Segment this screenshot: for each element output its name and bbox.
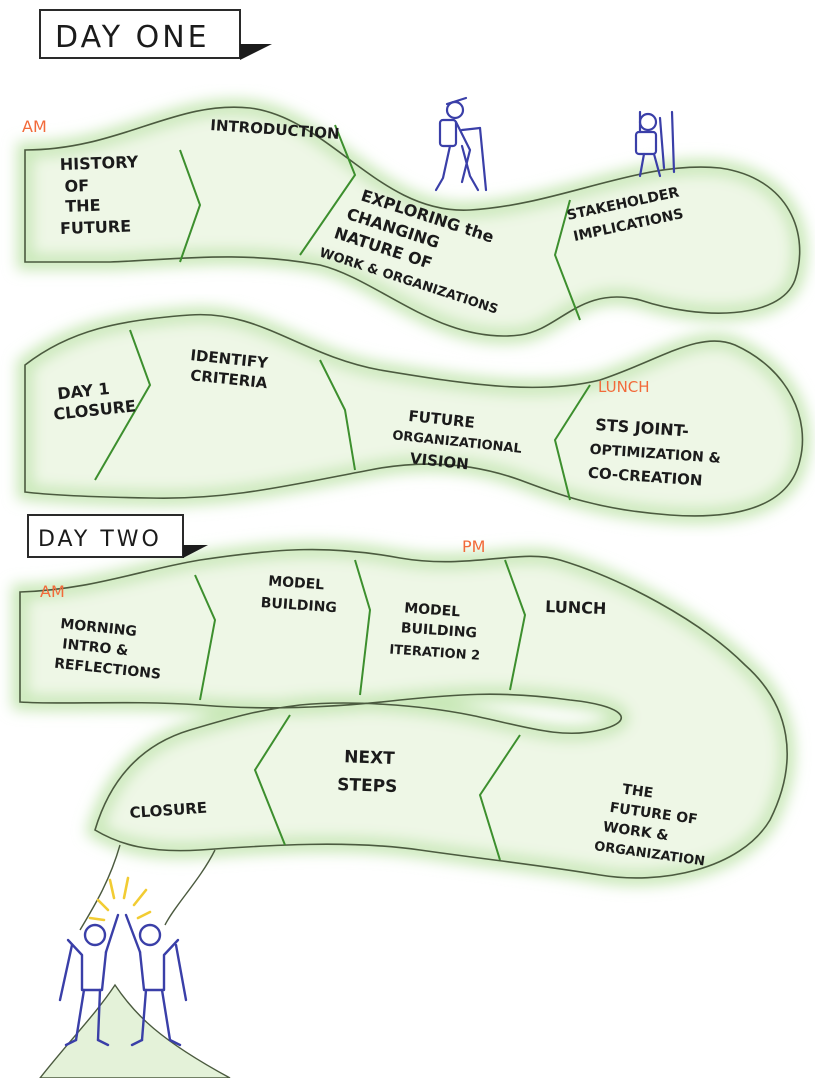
- segment-line: FUTURE: [60, 217, 132, 238]
- segment-line: THE: [621, 782, 654, 802]
- svg-text:MODEL BUILDING ITE: MODEL BUILDING ITERATION 2: [389, 600, 484, 664]
- high-five-hikers-icon: [58, 876, 188, 1047]
- day-two-am-marker: AM: [40, 582, 65, 601]
- segment-line: BUILDING: [400, 620, 477, 641]
- segment-line: OF: [64, 176, 89, 196]
- segment-model-building: MODEL BUILDING: [260, 573, 339, 616]
- segment-line: LUNCH: [545, 597, 607, 618]
- segment-line: MODEL: [268, 573, 325, 593]
- segment-line: THE: [65, 196, 101, 216]
- segment-line: INTRO &: [61, 636, 129, 659]
- day-one-title: DAY ONE: [55, 20, 210, 55]
- segment-next-steps: NEXT STEPS: [337, 747, 401, 797]
- sun-rays-icon: [88, 876, 152, 922]
- day-one-am-marker: AM: [22, 117, 47, 136]
- segment-line: MORNING: [60, 616, 138, 640]
- day-two-flag: DAY TWO: [27, 514, 208, 558]
- segment-line: BUILDING: [260, 595, 337, 616]
- svg-text:LUNCH: LUNCH: [545, 597, 607, 618]
- day-one-road: [17, 99, 811, 524]
- segment-line: MODEL: [404, 600, 461, 620]
- svg-text:HISTORY OF THE: HISTORY OF THE FUTURE: [57, 152, 146, 238]
- segment-lunch: LUNCH: [545, 597, 607, 618]
- summit-hill: [39, 983, 231, 1078]
- svg-text:MODEL BUILDING: MODEL BUILDING: [260, 573, 339, 616]
- flag-arrow-icon: [240, 44, 272, 60]
- day-two-pm-marker: PM: [462, 537, 485, 556]
- segment-line: HISTORY: [59, 152, 138, 174]
- day-one-flag: DAY ONE: [39, 9, 272, 60]
- svg-text:NEXT STEPS: NEXT STEPS: [337, 747, 401, 797]
- hiker-icon: [434, 96, 488, 192]
- day-two-title: DAY TWO: [38, 527, 162, 552]
- day-two-road: [12, 541, 796, 931]
- segment-line: ITERATION 2: [389, 643, 481, 664]
- segment-closure: CLOSURE: [129, 799, 208, 822]
- segment-line: CLOSURE: [129, 799, 208, 822]
- segment-model-building-iteration-2: MODEL BUILDING ITERATION 2: [389, 600, 484, 664]
- flag-arrow-icon: [183, 545, 208, 558]
- day-one-lunch-marker: LUNCH: [598, 378, 650, 396]
- svg-text:CLOSURE: CLOSURE: [129, 799, 208, 822]
- climber-icon: [634, 110, 676, 178]
- segment-line: NEXT: [344, 747, 396, 769]
- segment-line: STEPS: [337, 775, 398, 797]
- segment-history-of-the-future: HISTORY OF THE FUTURE: [57, 152, 146, 238]
